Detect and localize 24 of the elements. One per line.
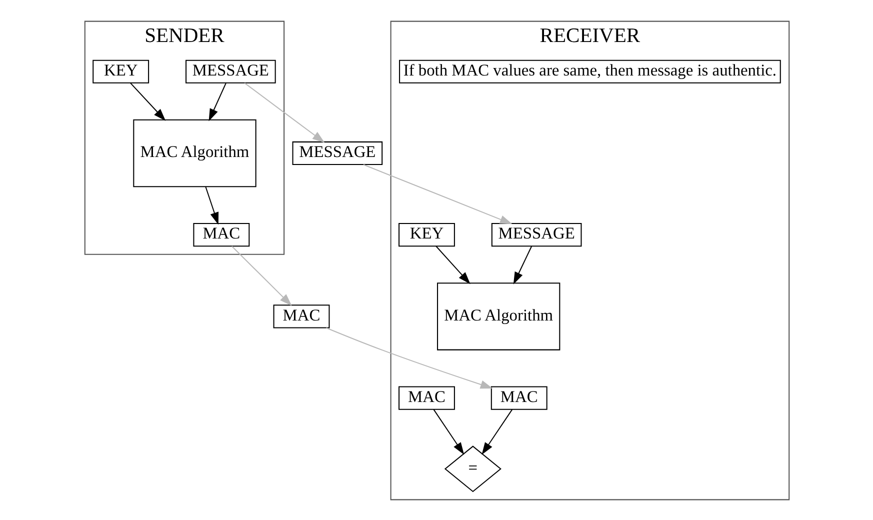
node-box: MAC Algorithm	[132, 118, 256, 187]
node-box: MESSAGE	[185, 59, 276, 83]
arrow	[231, 245, 292, 306]
arrow	[130, 82, 166, 120]
node-diamond: =	[444, 445, 501, 492]
node-box: KEY	[92, 59, 149, 83]
node-box: MESSAGE	[490, 222, 582, 246]
arrow	[435, 245, 470, 284]
arrow	[512, 246, 532, 284]
node-box: MAC Algorithm	[436, 282, 560, 350]
arrow	[208, 82, 226, 121]
arrow	[204, 186, 218, 224]
node-box: MAC	[490, 386, 547, 410]
arrow	[326, 326, 492, 388]
arrow	[362, 164, 512, 224]
node-box: MAC	[192, 222, 250, 246]
arrow	[244, 82, 324, 142]
node-box: If both MAC values are same, then message is authentic.	[398, 59, 780, 83]
node-box: MESSAGE	[292, 140, 382, 165]
node-box: MAC	[398, 386, 454, 410]
node-box: KEY	[398, 222, 454, 246]
node-box: MAC	[272, 304, 330, 328]
arrow	[481, 408, 512, 454]
arrow	[432, 408, 464, 454]
